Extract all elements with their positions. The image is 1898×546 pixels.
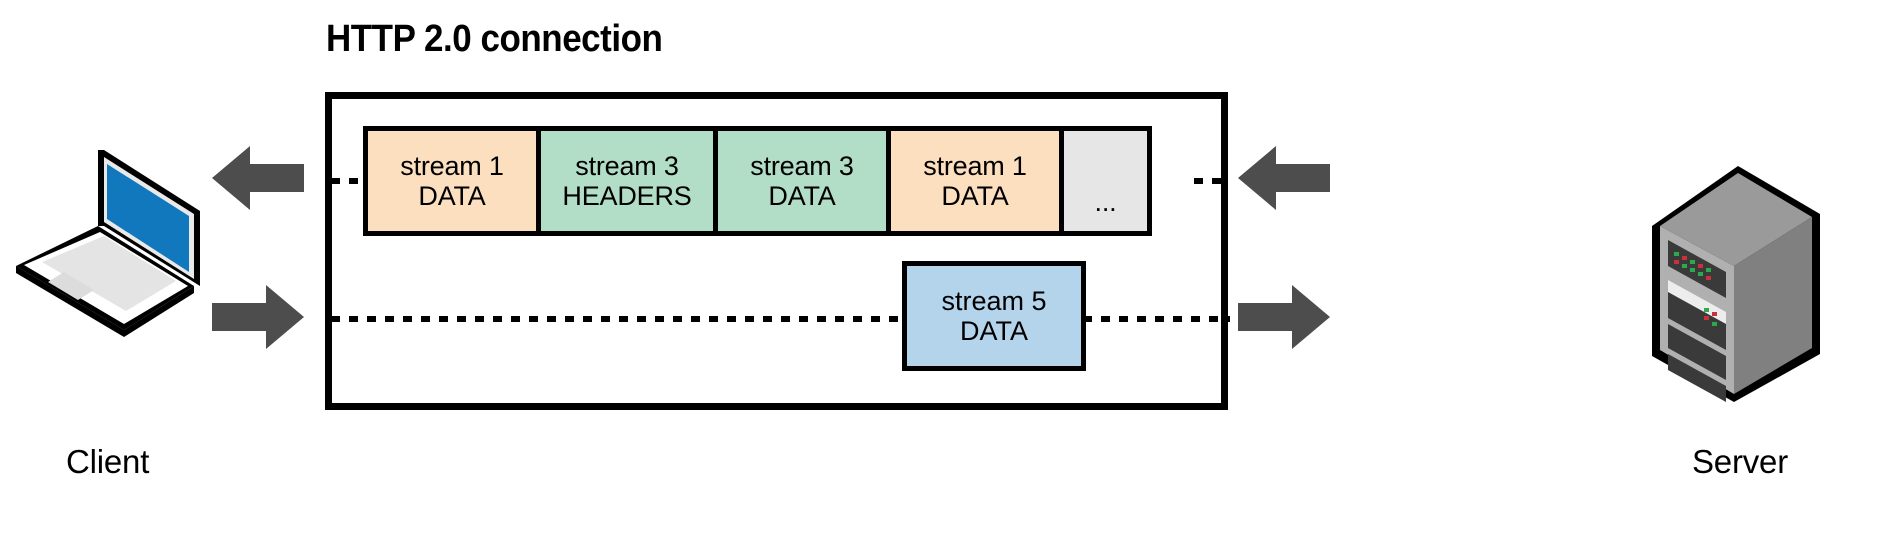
frame-box[interactable]: stream 3 HEADERS (536, 126, 718, 236)
server-label: Server (1692, 443, 1788, 480)
frame-stream-label: stream 1 (400, 150, 504, 181)
frame-stream-label: stream 3 (750, 150, 854, 181)
frame-stream-label: stream 1 (923, 150, 1027, 181)
frame-box[interactable]: stream 3 DATA (713, 126, 891, 236)
frame-type-label: DATA (418, 181, 486, 211)
frame-type-label: DATA (768, 181, 836, 211)
client-label: Client (66, 443, 150, 480)
client-outbound-arrow (212, 285, 304, 349)
upstream-dotted-line-left (331, 316, 905, 322)
server-inbound-arrow (1238, 146, 1330, 210)
upstream-frame-box[interactable]: stream 5 DATA (902, 261, 1086, 371)
downstream-frame-sequence: stream 1 DATA stream 3 HEADERS stream 3 … (363, 126, 1152, 236)
frame-box-ellipsis[interactable]: ... (1059, 126, 1152, 236)
frame-stream-label: stream 3 (575, 150, 679, 181)
client-inbound-arrow (212, 146, 304, 210)
frame-type-label: DATA (959, 316, 1028, 346)
frame-type-label: HEADERS (562, 181, 692, 211)
frame-box[interactable]: stream 1 DATA (886, 126, 1064, 236)
downstream-dotted-line-left (331, 178, 367, 184)
upstream-dotted-line-right (1083, 316, 1230, 322)
frame-box[interactable]: stream 1 DATA (363, 126, 541, 236)
frame-type-label: DATA (941, 181, 1009, 211)
page-title: HTTP 2.0 connection (326, 18, 663, 60)
laptop-icon (8, 148, 204, 338)
server-outbound-arrow (1238, 285, 1330, 349)
frame-stream-label: stream 5 (941, 285, 1047, 316)
ellipsis-label: ... (1094, 186, 1117, 217)
server-icon (1646, 140, 1826, 404)
downstream-dotted-line-right (1194, 178, 1230, 184)
